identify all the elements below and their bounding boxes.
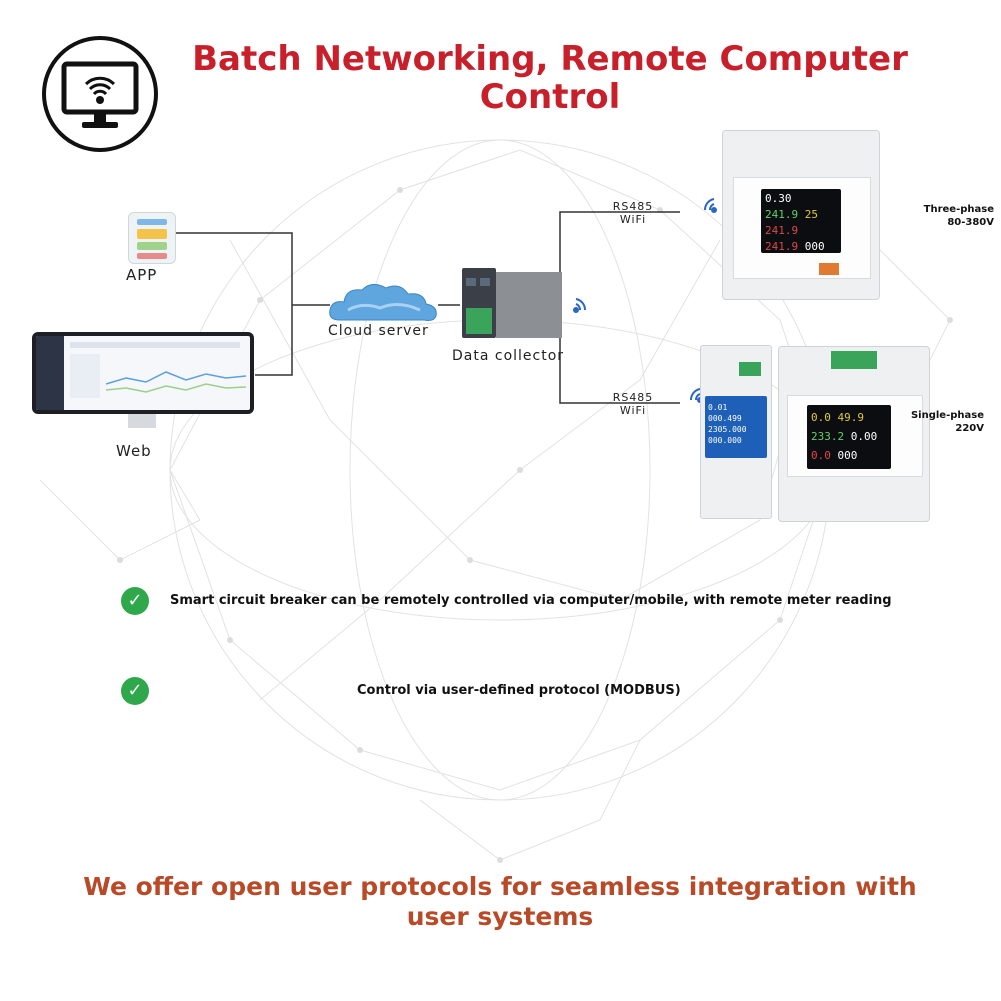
web-label: Web	[116, 442, 152, 460]
three-phase-label: Three-phase 80-380V	[923, 204, 994, 228]
wifi-icon	[573, 298, 587, 313]
page-title: Batch Networking, Remote Computer Contro…	[192, 39, 908, 117]
feature-text-1: Smart circuit breaker can be remotely co…	[170, 593, 892, 608]
feature-text-2: Control via user-defined protocol (MODBU…	[357, 683, 681, 698]
link-bottom-label: RS485 WiFi	[612, 391, 654, 417]
web-monitor-image	[32, 332, 254, 414]
check-circle-icon: ✓	[121, 677, 149, 705]
three-phase-meter: 0.30 241.9 25 241.9 241.9 000	[722, 130, 880, 300]
footer-text: We offer open user protocols for seamles…	[83, 872, 917, 931]
data-collector-image	[462, 268, 562, 338]
single-phase-label: Single-phase 220V	[910, 410, 984, 434]
wifi-icon	[703, 198, 717, 213]
cloud-icon	[329, 284, 437, 321]
app-phone-image	[128, 212, 176, 264]
link-top-label: RS485 WiFi	[612, 200, 654, 226]
monitor-wifi-icon	[42, 36, 158, 152]
cloud-label: Cloud server	[328, 323, 429, 339]
single-phase-meter: 0.0 49.9 233.2 0.00 0.0 000	[778, 346, 930, 522]
collector-label: Data collector	[452, 348, 565, 364]
single-phase-small-meter: 0.01 000.499 2305.000 000.000	[700, 345, 772, 519]
monitor-stand	[128, 414, 156, 428]
app-label: APP	[126, 266, 158, 284]
check-circle-icon: ✓	[121, 587, 149, 615]
